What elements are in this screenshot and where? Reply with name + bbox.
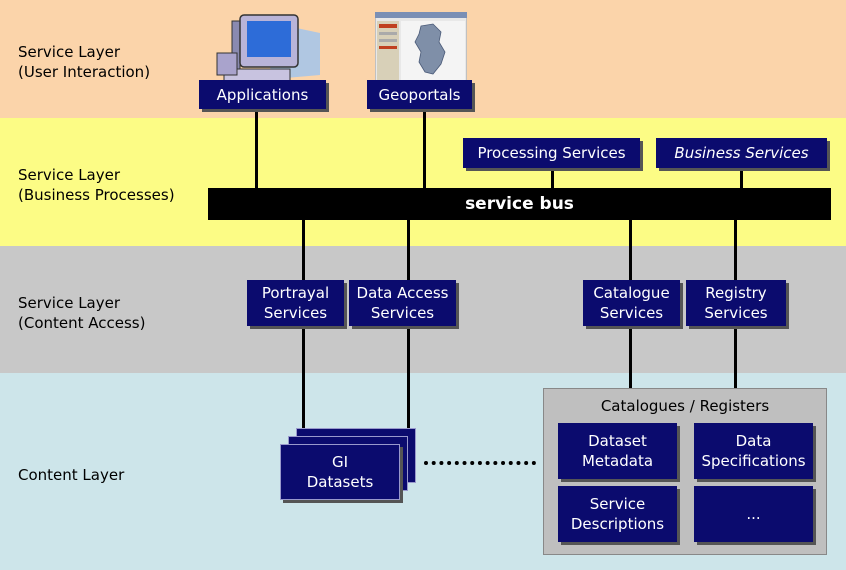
computer-icon [216, 14, 320, 82]
layer-label-content-access: Service Layer (Content Access) [18, 294, 146, 332]
service-descriptions-box[interactable]: Service Descriptions [558, 486, 677, 542]
connector-processing [551, 168, 554, 190]
connector-applications [255, 108, 258, 190]
service-bus: service bus [208, 188, 831, 220]
registry-services-box[interactable]: Registry Services [686, 280, 786, 326]
business-services-box[interactable]: Business Services [656, 138, 827, 168]
gi-datasets-box[interactable]: GI Datasets [280, 444, 400, 500]
dataset-metadata-box[interactable]: Dataset Metadata [558, 423, 677, 479]
applications-box[interactable]: Applications [199, 80, 326, 109]
connector-geoportals [423, 108, 426, 190]
dotted-connector [424, 461, 536, 465]
connector-business [740, 168, 743, 190]
layer-label-business-processes: Service Layer (Business Processes) [18, 166, 175, 204]
geoportals-box[interactable]: Geoportals [367, 80, 472, 109]
service-bus-label: service bus [465, 194, 574, 214]
more-box[interactable]: ... [694, 486, 813, 542]
portrayal-services-box[interactable]: Portrayal Services [247, 280, 344, 326]
map-portal-icon [375, 12, 467, 84]
catalogue-services-box[interactable]: Catalogue Services [583, 280, 680, 326]
layer-label-content: Content Layer [18, 466, 125, 484]
data-access-services-box[interactable]: Data Access Services [349, 280, 456, 326]
processing-services-box[interactable]: Processing Services [463, 138, 640, 168]
catalogues-registers-title: Catalogues / Registers [600, 397, 770, 415]
layer-label-user-interaction: Service Layer (User Interaction) [18, 43, 151, 81]
data-specifications-box[interactable]: Data Specifications [694, 423, 813, 479]
